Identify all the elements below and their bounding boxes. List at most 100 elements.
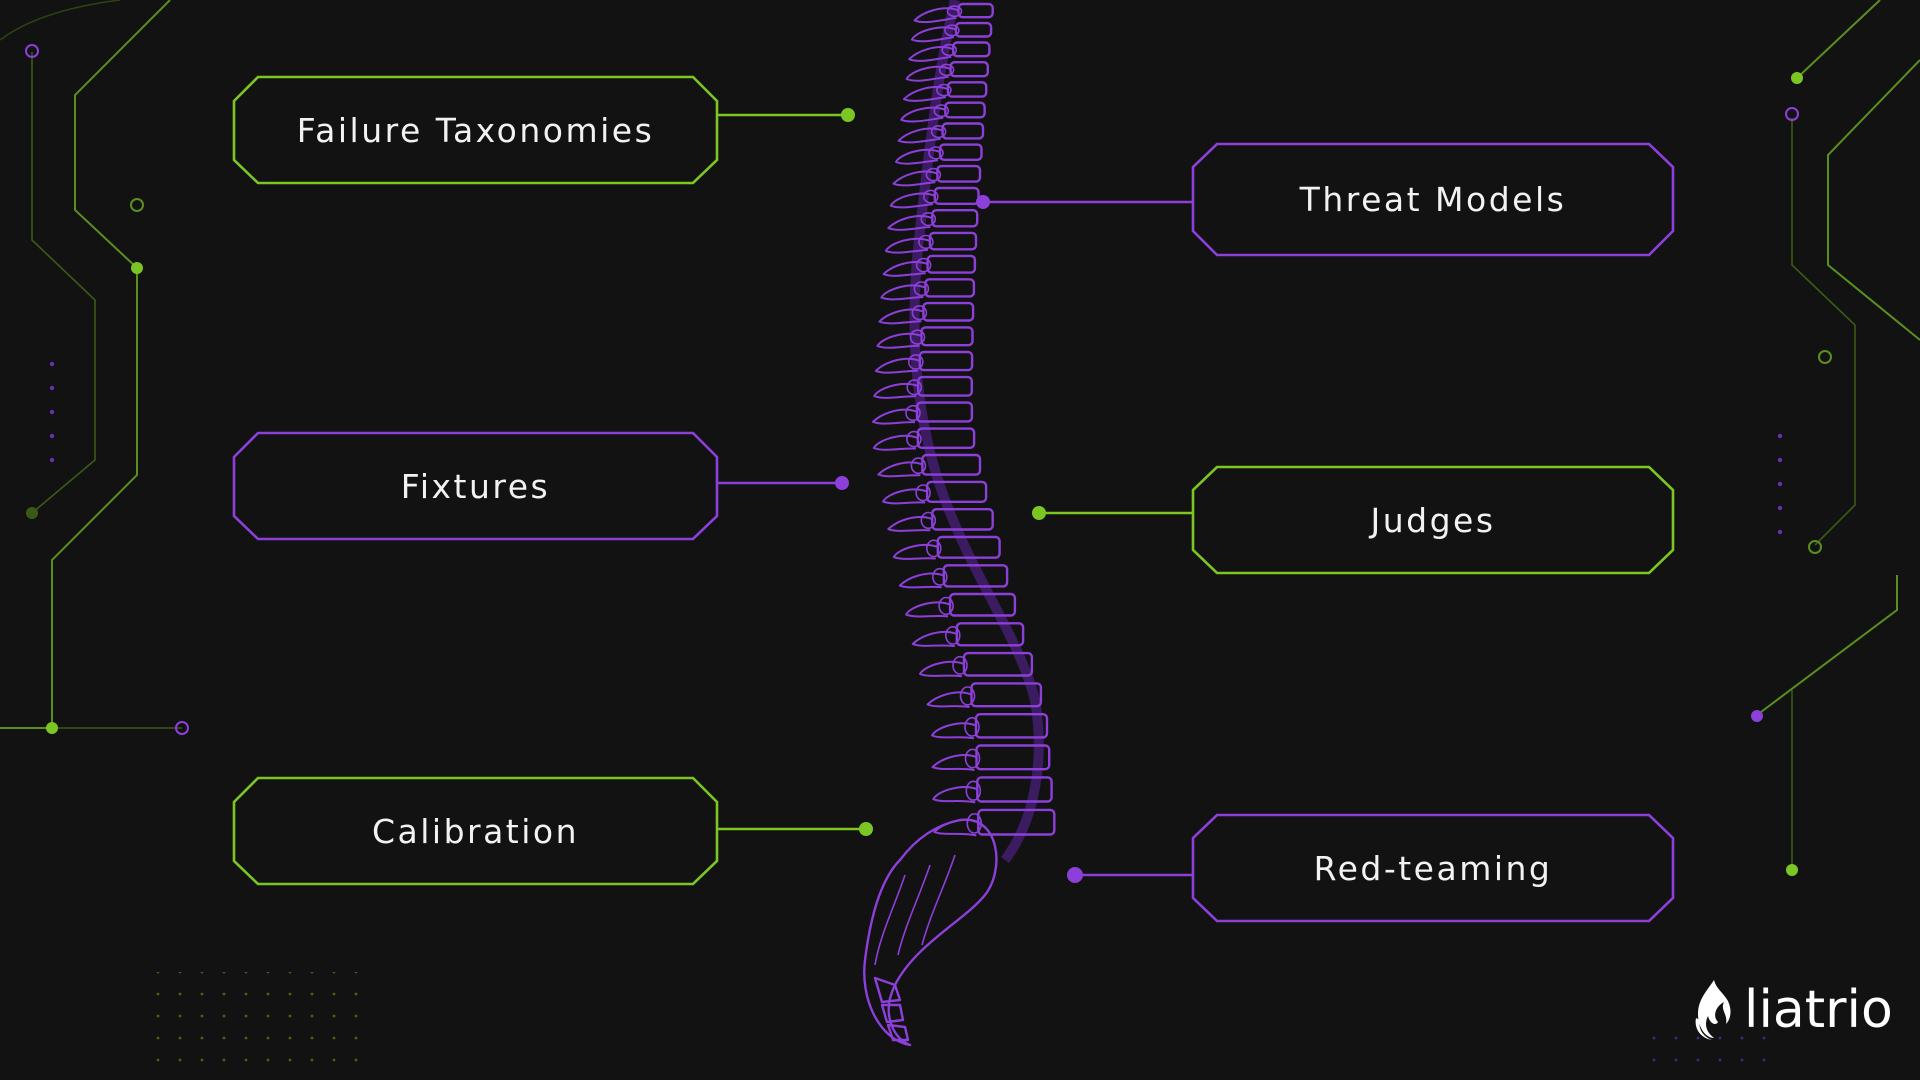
vertebra-process <box>887 215 933 231</box>
vertebra-facet <box>911 305 928 321</box>
vertebra-process <box>892 170 938 187</box>
vertebra-process <box>908 46 954 62</box>
vertebra-facet <box>952 655 968 675</box>
vertebra-process <box>872 408 918 425</box>
vertebra <box>922 301 975 322</box>
vertebra <box>944 101 986 119</box>
vertebra-facet <box>944 24 960 37</box>
vertebra-facet <box>938 63 955 77</box>
flame-icon <box>1695 980 1731 1040</box>
vertebra-process <box>926 691 972 708</box>
vertebra-process <box>931 754 977 772</box>
frame-threat-models <box>1191 142 1675 257</box>
vertebra <box>941 122 985 140</box>
vertebra-process <box>882 488 928 505</box>
connectors <box>717 113 1193 877</box>
vertebra <box>977 808 1056 836</box>
vertebra-facet <box>925 539 942 558</box>
vertebra <box>921 453 982 476</box>
connector-dots <box>835 108 1083 883</box>
frame-calibration <box>232 776 719 886</box>
node-label-red-teaming: Red-teaming <box>1313 848 1553 888</box>
vertebra-facet <box>928 146 944 160</box>
node-label-judges: Judges <box>1370 500 1496 540</box>
vertebra-process <box>931 722 977 740</box>
logo-text: liatrio <box>1744 980 1893 1040</box>
vertebra-facet <box>913 281 930 297</box>
vertebra-process <box>884 237 931 254</box>
vertebra-process <box>897 127 943 144</box>
vertebra <box>949 61 989 78</box>
vertebra-facet <box>915 484 931 502</box>
vertebra-facet <box>938 596 954 616</box>
vertebra <box>917 375 974 397</box>
vertebra-facet <box>918 234 934 250</box>
vertebra-process <box>900 106 946 123</box>
vertebra-process <box>898 572 945 589</box>
connector-dot-failure-taxonomies <box>841 108 855 122</box>
vertebra-process <box>880 284 926 301</box>
vertebra <box>975 744 1051 771</box>
vertebra <box>974 713 1049 739</box>
vertebra-facet <box>946 5 963 18</box>
vertebra-facet <box>920 212 937 227</box>
node-label-threat-models: Threat Models <box>1299 180 1567 219</box>
vertebra <box>957 2 994 19</box>
vertebra-process <box>902 86 949 102</box>
vertebra <box>936 535 1001 559</box>
vertebra-facet <box>964 717 980 737</box>
vertebra <box>952 41 991 58</box>
vertebra-facet <box>905 404 921 422</box>
vertebra <box>962 651 1034 677</box>
liatrio-logo: liatrio <box>1690 975 1893 1045</box>
vertebra-process <box>878 308 924 325</box>
vertebra-process <box>872 434 919 451</box>
vertebra <box>920 326 974 347</box>
vertebra-process <box>895 148 941 165</box>
vertebra <box>970 682 1043 708</box>
vertebra-facet <box>906 379 923 396</box>
vertebra-facet <box>906 430 922 448</box>
frame-red-teaming <box>1191 813 1675 923</box>
vertebra <box>942 564 1009 588</box>
vertebra-process <box>905 65 951 82</box>
vertebra-process <box>910 26 957 43</box>
vertebra-facet <box>964 748 981 769</box>
vertebra <box>955 622 1025 647</box>
vertebra-process <box>919 660 965 678</box>
vertebra <box>936 164 982 183</box>
vertebra-facet <box>941 43 958 57</box>
vertebra-process <box>905 601 951 618</box>
vertebra-process <box>873 383 919 399</box>
vertebra-process <box>882 261 928 277</box>
vertebra <box>938 143 983 162</box>
frame-failure-taxonomies <box>232 75 719 185</box>
vertebra-process <box>913 7 959 24</box>
connector-dot-fixtures <box>835 476 849 490</box>
vertebra <box>928 231 978 251</box>
vertebra-facet <box>909 329 926 345</box>
vertebra <box>948 592 1017 617</box>
spine-illustration <box>863 0 1056 1047</box>
label-frames <box>232 75 1675 923</box>
circuit-traces-left <box>0 0 360 1072</box>
vertebra-facet <box>930 125 947 139</box>
vertebra-facet <box>965 780 982 801</box>
vertebra-process <box>892 544 939 560</box>
vertebra-facet <box>959 686 976 706</box>
vertebra-facet <box>944 626 961 645</box>
node-label-failure-taxonomies: Failure Taxonomies <box>296 110 655 150</box>
vertebra-process <box>932 786 978 804</box>
vertebra-facet <box>931 567 948 586</box>
vertebra-process <box>887 516 933 532</box>
vertebra-process <box>911 630 958 648</box>
vertebra <box>931 508 994 531</box>
vertebra <box>933 186 980 206</box>
vertebra-facet <box>915 257 932 273</box>
node-label-calibration: Calibration <box>371 811 580 851</box>
vertebra <box>931 208 979 228</box>
vertebra <box>925 480 988 503</box>
node-label-fixtures: Fixtures <box>400 466 551 506</box>
vertebra <box>946 81 988 98</box>
